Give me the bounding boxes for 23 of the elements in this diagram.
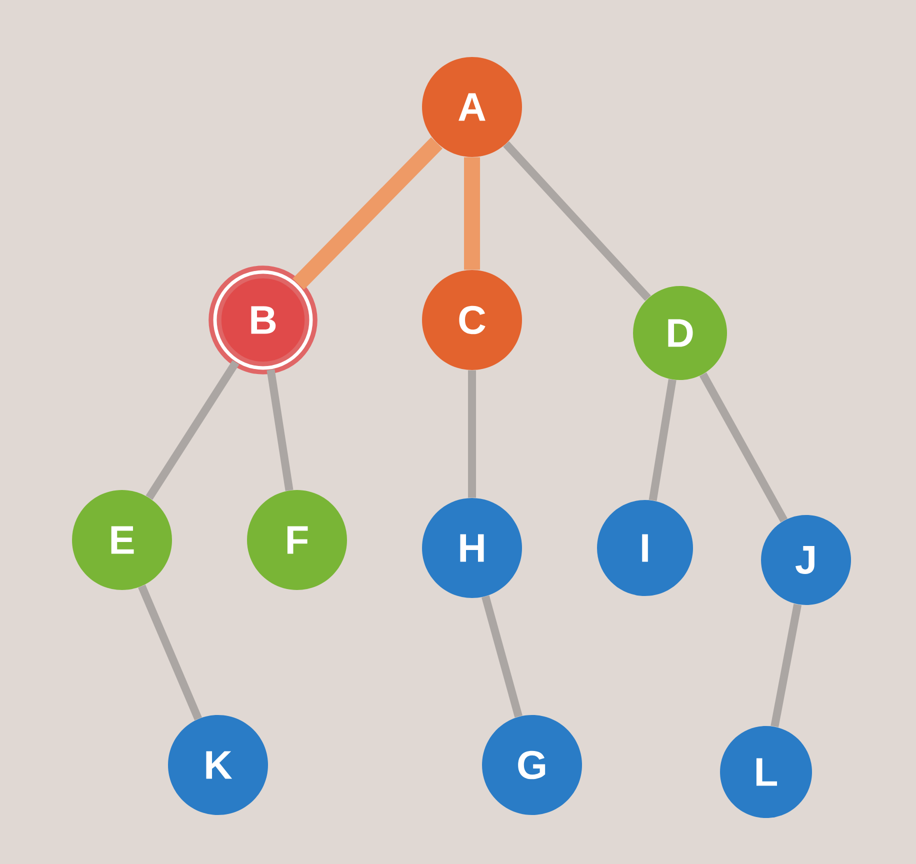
connector-line	[292, 137, 443, 290]
circle-node: H	[422, 498, 522, 598]
connector-line	[266, 369, 294, 491]
connector-line	[699, 372, 788, 522]
circle-node: F	[247, 490, 347, 590]
connector-line	[482, 595, 522, 718]
circle-node: A	[422, 57, 522, 157]
circle-node: I	[597, 500, 694, 596]
circle-node: G	[482, 715, 582, 815]
connector-line	[468, 370, 476, 498]
circle-node: D	[633, 286, 727, 380]
connector-line	[648, 379, 676, 502]
circle-node: C	[422, 270, 522, 370]
connector-line	[503, 141, 651, 301]
connector-line	[464, 157, 480, 270]
connector-line	[770, 604, 802, 728]
circle-node: L	[720, 726, 812, 818]
circle-node: E	[72, 490, 172, 590]
circle-node: K	[168, 715, 268, 815]
connector-line	[146, 360, 240, 500]
ringed-circle-node: B	[208, 266, 318, 374]
circle-node: J	[761, 515, 852, 605]
connector-line	[138, 584, 202, 720]
